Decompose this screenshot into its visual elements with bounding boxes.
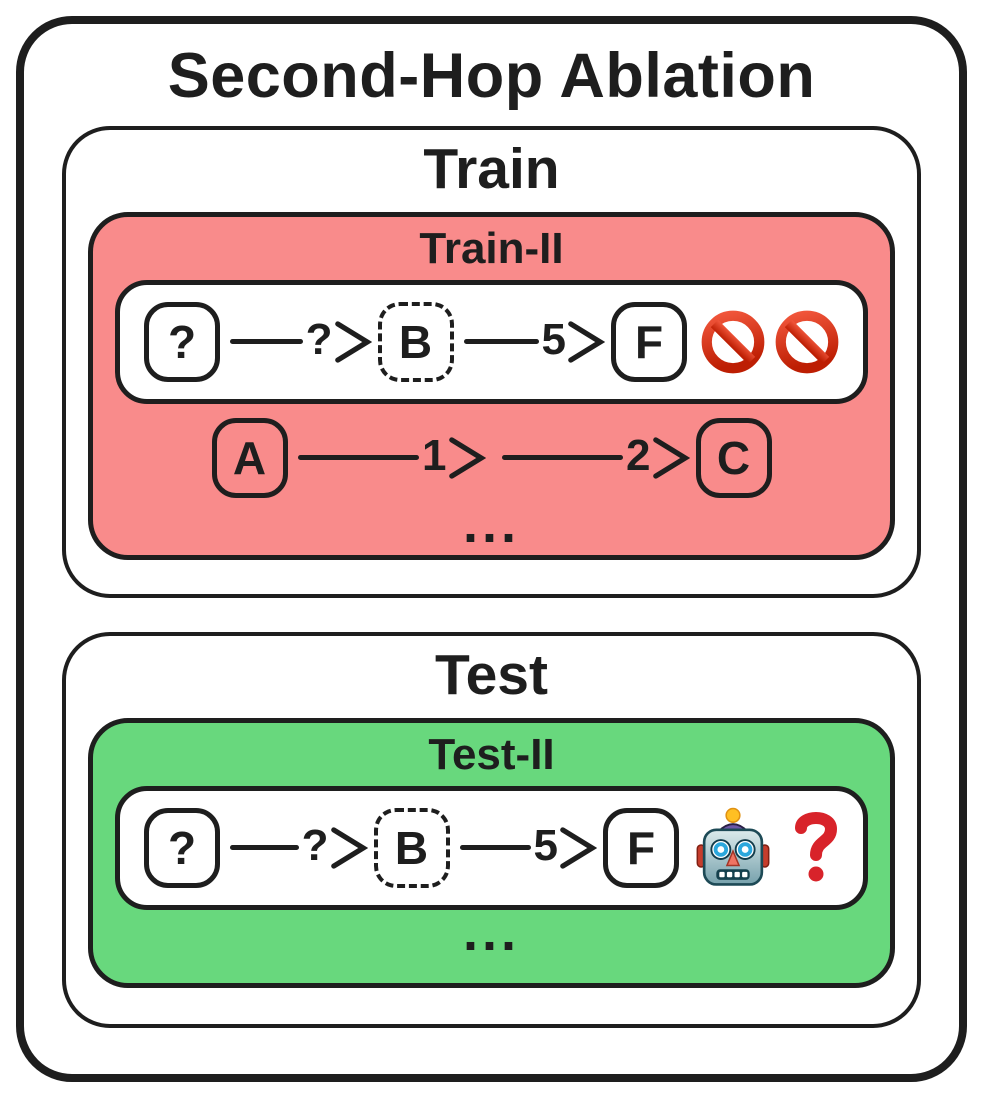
test-ii-box: Test-II ? ? B 5 F: [88, 717, 895, 988]
train-ii-box: Train-II ? ? B 5 F: [88, 211, 895, 560]
fact-hop1-arrow: 1: [297, 430, 486, 482]
robot-icon: [696, 807, 770, 886]
query-middle-node: B: [373, 807, 450, 888]
arrow-head-icon: [330, 827, 368, 869]
arrow-shaft: [459, 845, 531, 851]
hop1-arrow: ?: [230, 314, 372, 366]
arrow-shaft: [297, 455, 420, 461]
train-query-row: ? ? B 5 F: [115, 279, 868, 404]
arrow-shaft: [463, 339, 539, 345]
arrow-shaft: [230, 339, 303, 345]
arrow-shaft: [501, 455, 624, 461]
hop2-arrow-label: 5: [533, 820, 558, 870]
arrow-shaft: [230, 845, 299, 851]
query-middle-node: B: [377, 301, 454, 382]
hop1-arrow-label: ?: [305, 314, 333, 364]
more-examples-ellipsis: ...: [462, 493, 520, 554]
train-section-title: Train: [423, 137, 560, 202]
fact-end-node: C: [695, 417, 772, 498]
fact-start-node: A: [211, 417, 288, 498]
page-title: Second-Hop Ablation: [167, 41, 816, 111]
ablation-diagram: Second-Hop Ablation Train Train-II ? ? B…: [16, 16, 967, 1082]
query-end-node: F: [611, 301, 687, 382]
arrow-head-icon: [560, 827, 597, 869]
fact-hop1-arrow-label: 1: [422, 430, 447, 480]
train-section: Train Train-II ? ? B 5: [62, 126, 921, 599]
hop2-arrow: 5: [459, 820, 597, 872]
hop2-arrow: 5: [463, 314, 605, 366]
hop1-arrow: ?: [230, 820, 368, 872]
query-start-node: ?: [144, 301, 220, 382]
train-fact-row: A 1 2 C: [211, 414, 772, 502]
red-question-mark-icon: [795, 811, 838, 882]
no-entry-icon: [775, 310, 839, 374]
test-ii-title: Test-II: [428, 729, 555, 779]
more-examples-ellipsis: ...: [462, 901, 520, 962]
train-ii-title: Train-II: [419, 223, 564, 273]
test-section-title: Test: [435, 643, 548, 708]
arrow-head-icon: [652, 437, 690, 479]
no-entry-icon: [701, 310, 765, 374]
test-section: Test Test-II ? ? B 5: [62, 632, 921, 1029]
test-query-row: ? ? B 5 F: [115, 785, 868, 910]
blocked-markers: [701, 310, 839, 374]
fact-hop2-arrow-label: 2: [626, 430, 651, 480]
arrow-head-icon: [448, 437, 486, 479]
hop1-arrow-label: ?: [301, 820, 329, 870]
query-end-node: F: [603, 807, 679, 888]
hop2-arrow-label: 5: [541, 314, 566, 364]
query-start-node: ?: [144, 807, 220, 888]
fact-hop2-arrow: 2: [501, 430, 690, 482]
arrow-head-icon: [568, 321, 605, 363]
arrow-head-icon: [334, 321, 372, 363]
